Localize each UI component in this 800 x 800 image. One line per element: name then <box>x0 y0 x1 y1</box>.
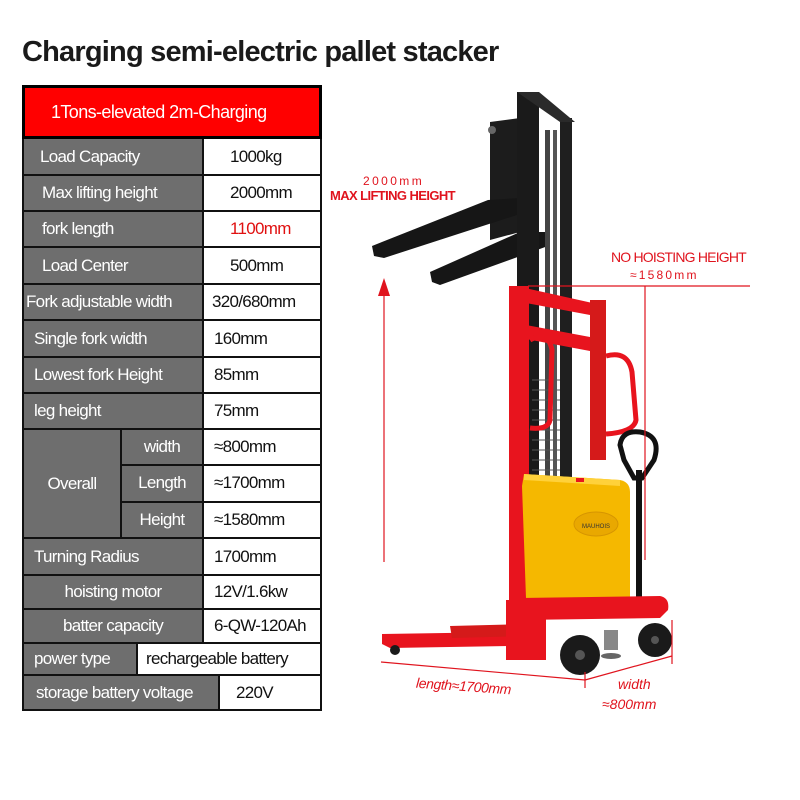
spec-label: Fork adjustable width <box>24 285 204 319</box>
spec-banner: 1Tons-elevated 2m-Charging <box>22 85 322 139</box>
spec-row-load-capacity: Load Capacity 1000kg <box>22 139 322 176</box>
page-title: Charging semi-electric pallet stacker <box>22 36 499 68</box>
spec-value: 6-QW-120Ah <box>204 610 320 642</box>
spec-row-fork-length: fork length 1100mm <box>22 212 322 248</box>
spec-label: Load Capacity <box>24 139 204 174</box>
no-hoisting-height-value: ≈1580mm <box>630 268 699 282</box>
spec-value: ≈800mm <box>204 430 320 465</box>
spec-value: 12V/1.6kw <box>204 576 320 608</box>
spec-label: Lowest fork Height <box>24 358 204 392</box>
spec-row-hoisting-motor: hoisting motor 12V/1.6kw <box>22 576 322 610</box>
pallet-stacker-illustration: MAUHOIS <box>372 92 750 688</box>
width-dimension-value: ≈800mm <box>602 696 657 712</box>
spec-value: 85mm <box>204 358 320 392</box>
spec-row-battery-capacity: batter capacity 6-QW-120Ah <box>22 610 322 644</box>
spec-value: 320/680mm <box>204 285 320 319</box>
no-hoisting-height-label: NO HOISTING HEIGHT <box>611 249 747 265</box>
spec-label: leg height <box>24 394 204 428</box>
max-height-label: MAX LIFTING HEIGHT <box>330 188 456 203</box>
spec-value: 1000kg <box>204 139 320 174</box>
spec-row-lowest-fork-height: Lowest fork Height 85mm <box>22 358 322 394</box>
spec-label: Single fork width <box>24 321 204 356</box>
spec-row-overall-length: Length ≈1700mm <box>122 466 320 503</box>
spec-overall-label: Overall <box>24 430 122 537</box>
spec-value: 220V <box>220 676 320 709</box>
width-dimension-label: width <box>618 676 651 692</box>
spec-row-overall-height: Height ≈1580mm <box>122 502 320 537</box>
spec-value: 160mm <box>204 321 320 356</box>
spec-label: storage battery voltage <box>24 676 220 709</box>
spec-row-load-center: Load Center 500mm <box>22 248 322 285</box>
spec-label: Height <box>122 502 204 537</box>
spec-value: ≈1580mm <box>204 502 320 537</box>
spec-value: 75mm <box>204 394 320 428</box>
spec-row-single-fork-width: Single fork width 160mm <box>22 321 322 358</box>
spec-row-turning-radius: Turning Radius 1700mm <box>22 539 322 576</box>
spec-row-overall-width: width ≈800mm <box>122 430 320 467</box>
spec-overall-group: Overall width ≈800mm Length ≈1700mm Heig… <box>22 430 322 539</box>
spec-value: 2000mm <box>204 176 320 210</box>
spec-row-leg-height: leg height 75mm <box>22 394 322 430</box>
spec-value-highlight: 1100mm <box>204 212 320 246</box>
spec-value: 1700mm <box>204 539 320 574</box>
spec-row-max-lifting-height: Max lifting height 2000mm <box>22 176 322 212</box>
spec-label: Length <box>122 466 204 501</box>
spec-label: fork length <box>24 212 204 246</box>
spec-value: 500mm <box>204 248 320 283</box>
spec-label: width <box>122 430 204 465</box>
spec-label: Max lifting height <box>24 176 204 210</box>
spec-label: Load Center <box>24 248 204 283</box>
product-image: MAUHOIS 2000mm MAX LIFTING HEIGHT NO HOI… <box>330 80 800 730</box>
spec-row-power-type: power type rechargeable battery <box>22 644 322 676</box>
battery-brand: MAUHOIS <box>582 524 610 530</box>
spec-label: hoisting motor <box>24 576 204 608</box>
spec-value: rechargeable battery <box>138 644 320 674</box>
spec-label: batter capacity <box>24 610 204 642</box>
spec-row-fork-adjustable-width: Fork adjustable width 320/680mm <box>22 285 322 321</box>
spec-label: power type <box>24 644 138 674</box>
spec-banner-text: 1Tons-elevated 2m-Charging <box>25 88 319 136</box>
spec-label: Turning Radius <box>24 539 204 574</box>
spec-row-battery-voltage: storage battery voltage 220V <box>22 676 322 711</box>
max-height-value: 2000mm <box>363 174 425 188</box>
spec-value: ≈1700mm <box>204 466 320 501</box>
